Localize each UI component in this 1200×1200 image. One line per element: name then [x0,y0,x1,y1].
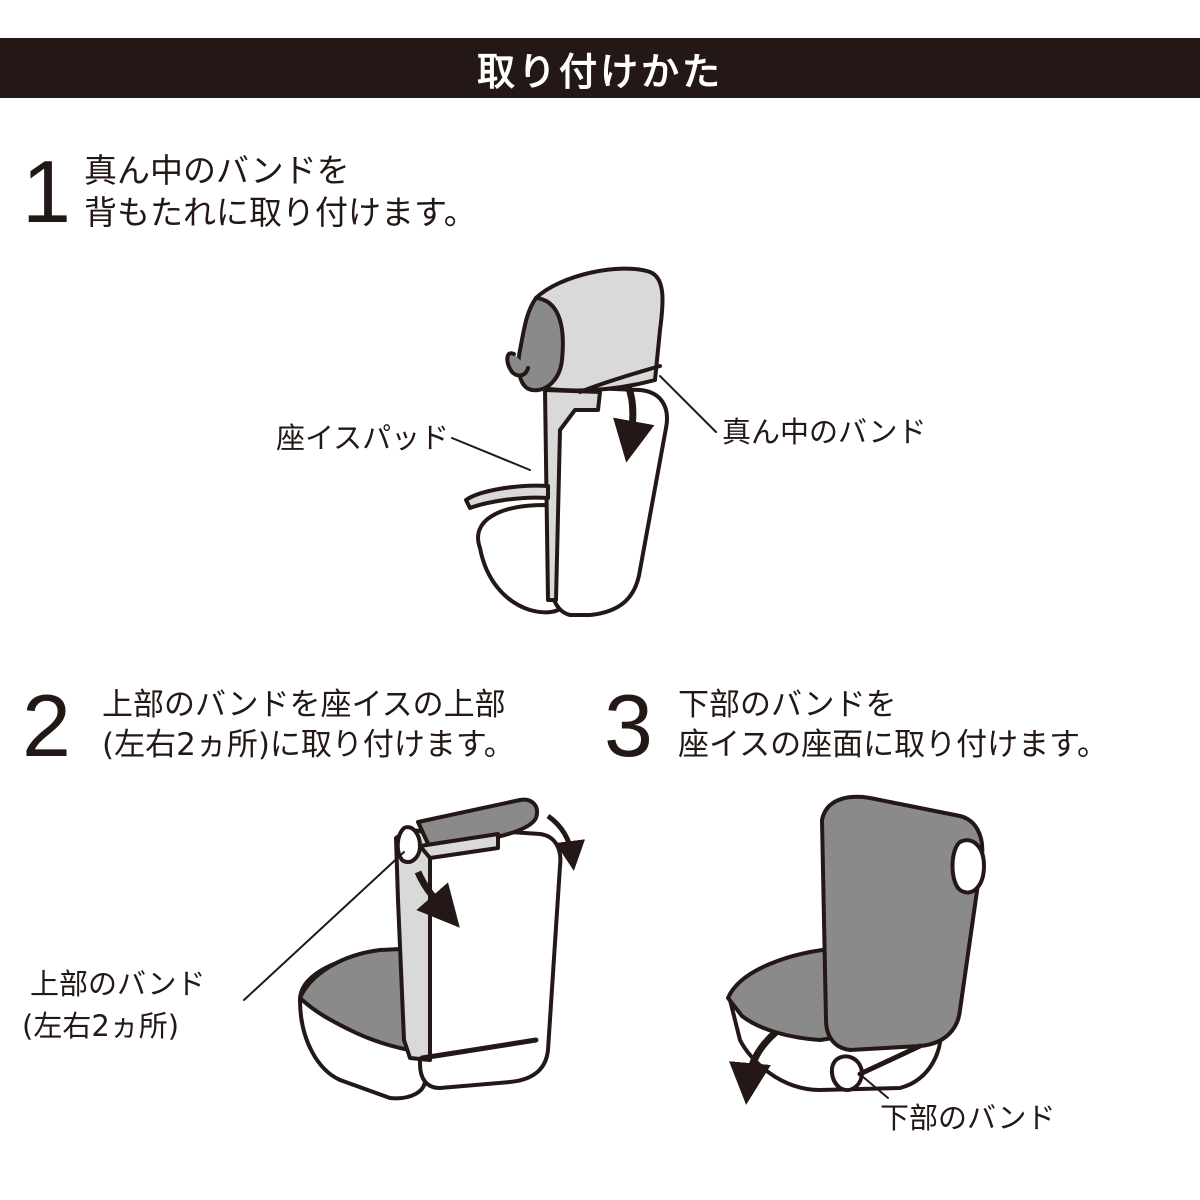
seat-illustration-step-2 [243,797,563,1101]
step-1-number: 1 [22,142,71,241]
seat-illustration-step-3 [726,794,986,1099]
step-2-line-2: (左右2ヵ所)に取り付けます。 [102,727,515,763]
seat-illustration-step-1 [451,266,717,617]
arrow-down-step-1 [613,384,655,463]
step-1-line-1: 真ん中のバンドを [84,151,350,190]
header-bar: 取り付けかた [0,38,1200,98]
step-2-line-1: 上部のバンドを座イスの上部 [102,687,506,723]
page-title: 取り付けかた [476,49,723,94]
callout-middle-band: 真ん中のバンド [722,415,927,449]
step-3-line-1: 下部のバンドを [678,687,897,723]
arrow-curl-step-2 [414,870,460,928]
step-3-number: 3 [604,676,653,775]
arrow-side-step-2 [546,813,586,871]
step-3-line-2: 座イスの座面に取り付けます。 [678,727,1108,763]
callout-lower-band: 下部のバンド [880,1101,1056,1135]
arrow-down-step-3 [728,1029,779,1105]
callout-seat-pad: 座イスパッド [276,421,450,455]
callout-upper-band-line-2: (左右2ヵ所) [22,1009,180,1043]
step-2-number: 2 [22,676,71,775]
step-1-line-2: 背もたれに取り付けます。 [84,193,477,232]
callout-upper-band-line-1: 上部のバンド [30,967,206,1001]
